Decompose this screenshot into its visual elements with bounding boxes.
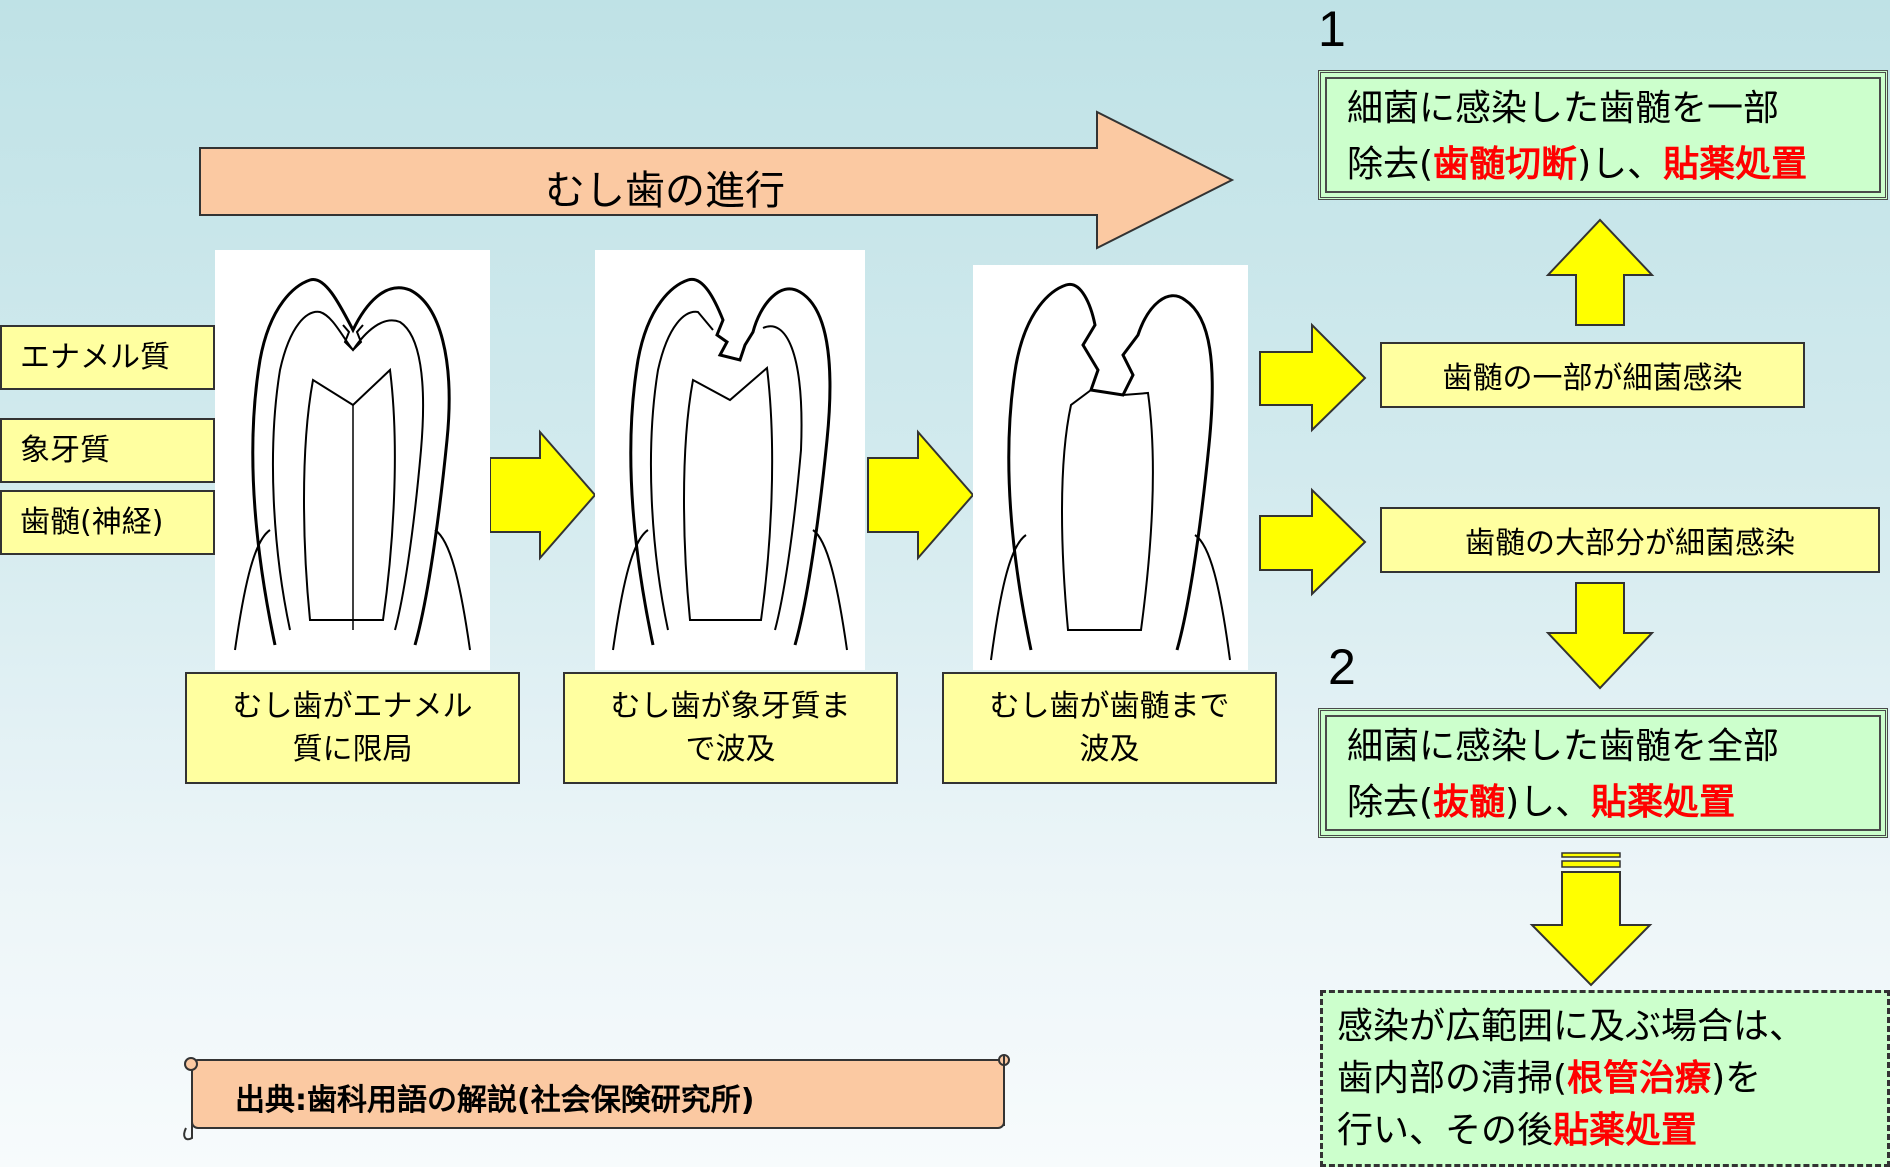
label-dentin: 象牙質 xyxy=(0,418,215,483)
treatment1-prefix: 除去( xyxy=(1347,143,1434,185)
tooth-illustration-stage1 xyxy=(215,250,490,670)
treatment1-line1: 細菌に感染した歯髄を一部 xyxy=(1347,88,1780,129)
treatment2-highlight-pulpectomy: 抜髄 xyxy=(1433,781,1506,823)
stage3-line2: 波及 xyxy=(1079,732,1140,767)
tooth-illustration-stage3 xyxy=(973,265,1248,670)
treatment1-number: 1 xyxy=(1318,1,1346,57)
treatment1-box: 細菌に感染した歯髄を一部 除去(歯髄切断)し、貼薬処置 xyxy=(1318,70,1888,200)
final-line3: 行い、その後貼薬処置 xyxy=(1337,1105,1887,1157)
stage-caption-1: むし歯がエナメル質に限局 xyxy=(185,672,520,784)
final-highlight-root-canal: 根管治療 xyxy=(1567,1058,1712,1100)
source-citation: 出典:歯科用語の解説(社会保険研究所) xyxy=(235,1083,755,1118)
arrow-down-to-treatment2 xyxy=(1545,582,1655,690)
label-enamel: エナメル質 xyxy=(0,325,215,390)
final-line2: 歯内部の清掃(根管治療)を xyxy=(1337,1053,1887,1105)
final-highlight-medication: 貼薬処置 xyxy=(1553,1110,1698,1152)
treatment2-number: 2 xyxy=(1328,639,1356,695)
root-canal-box: 感染が広範囲に及ぶ場合は、 歯内部の清掃(根管治療)を 行い、その後貼薬処置 xyxy=(1320,990,1890,1167)
stage2-line1: むし歯が象牙質ま xyxy=(610,688,851,724)
treatment1-mid: )し、 xyxy=(1577,143,1664,185)
tooth-illustration-stage2 xyxy=(595,250,865,670)
treatment1-highlight-pulpotomy: 歯髄切断 xyxy=(1433,143,1578,185)
arrow-up-to-treatment1 xyxy=(1545,218,1655,326)
stage3-line1: むし歯が歯髄まで xyxy=(989,688,1230,724)
treatment1-line2: 除去(歯髄切断)し、貼薬処置 xyxy=(1347,137,1885,193)
stage-arrow-2 xyxy=(867,429,975,561)
stage-caption-2: むし歯が象牙質まで波及 xyxy=(563,672,898,784)
arrow-to-partial-infection xyxy=(1259,322,1367,433)
arrow-to-major-infection xyxy=(1259,487,1367,597)
treatment2-highlight-medication: 貼薬処置 xyxy=(1591,781,1736,823)
final-line3-prefix: 行い、その後 xyxy=(1337,1110,1554,1152)
treatment2-line2: 除去(抜髄)し、貼薬処置 xyxy=(1347,775,1885,831)
source-scroll xyxy=(183,1054,1010,1141)
progress-arrow xyxy=(199,110,1235,250)
stage1-line2: 質に限局 xyxy=(292,732,413,767)
progress-title: むし歯の進行 xyxy=(545,168,785,214)
label-pulp: 歯髄(神経) xyxy=(0,490,215,555)
partial-infection-box: 歯髄の一部が細菌感染 xyxy=(1380,342,1805,408)
treatment2-line1: 細菌に感染した歯髄を全部 xyxy=(1347,726,1780,767)
stage2-line2: で波及 xyxy=(685,732,776,767)
stage-arrow-1 xyxy=(489,429,597,561)
treatment2-box: 細菌に感染した歯髄を全部 除去(抜髄)し、貼薬処置 xyxy=(1318,708,1888,838)
final-line1: 感染が広範囲に及ぶ場合は、 xyxy=(1337,1006,1806,1047)
treatment1-highlight-medication: 貼薬処置 xyxy=(1663,143,1808,185)
treatment2-prefix: 除去( xyxy=(1347,781,1434,823)
treatment2-mid: )し、 xyxy=(1505,781,1592,823)
final-line2-suffix: )を xyxy=(1711,1058,1762,1100)
stage1-line1: むし歯がエナメル xyxy=(232,688,473,724)
stage-caption-3: むし歯が歯髄まで波及 xyxy=(942,672,1277,784)
striped-arrow-down-to-final xyxy=(1529,852,1653,987)
major-infection-box: 歯髄の大部分が細菌感染 xyxy=(1380,507,1880,573)
final-line2-prefix: 歯内部の清掃( xyxy=(1337,1058,1568,1100)
